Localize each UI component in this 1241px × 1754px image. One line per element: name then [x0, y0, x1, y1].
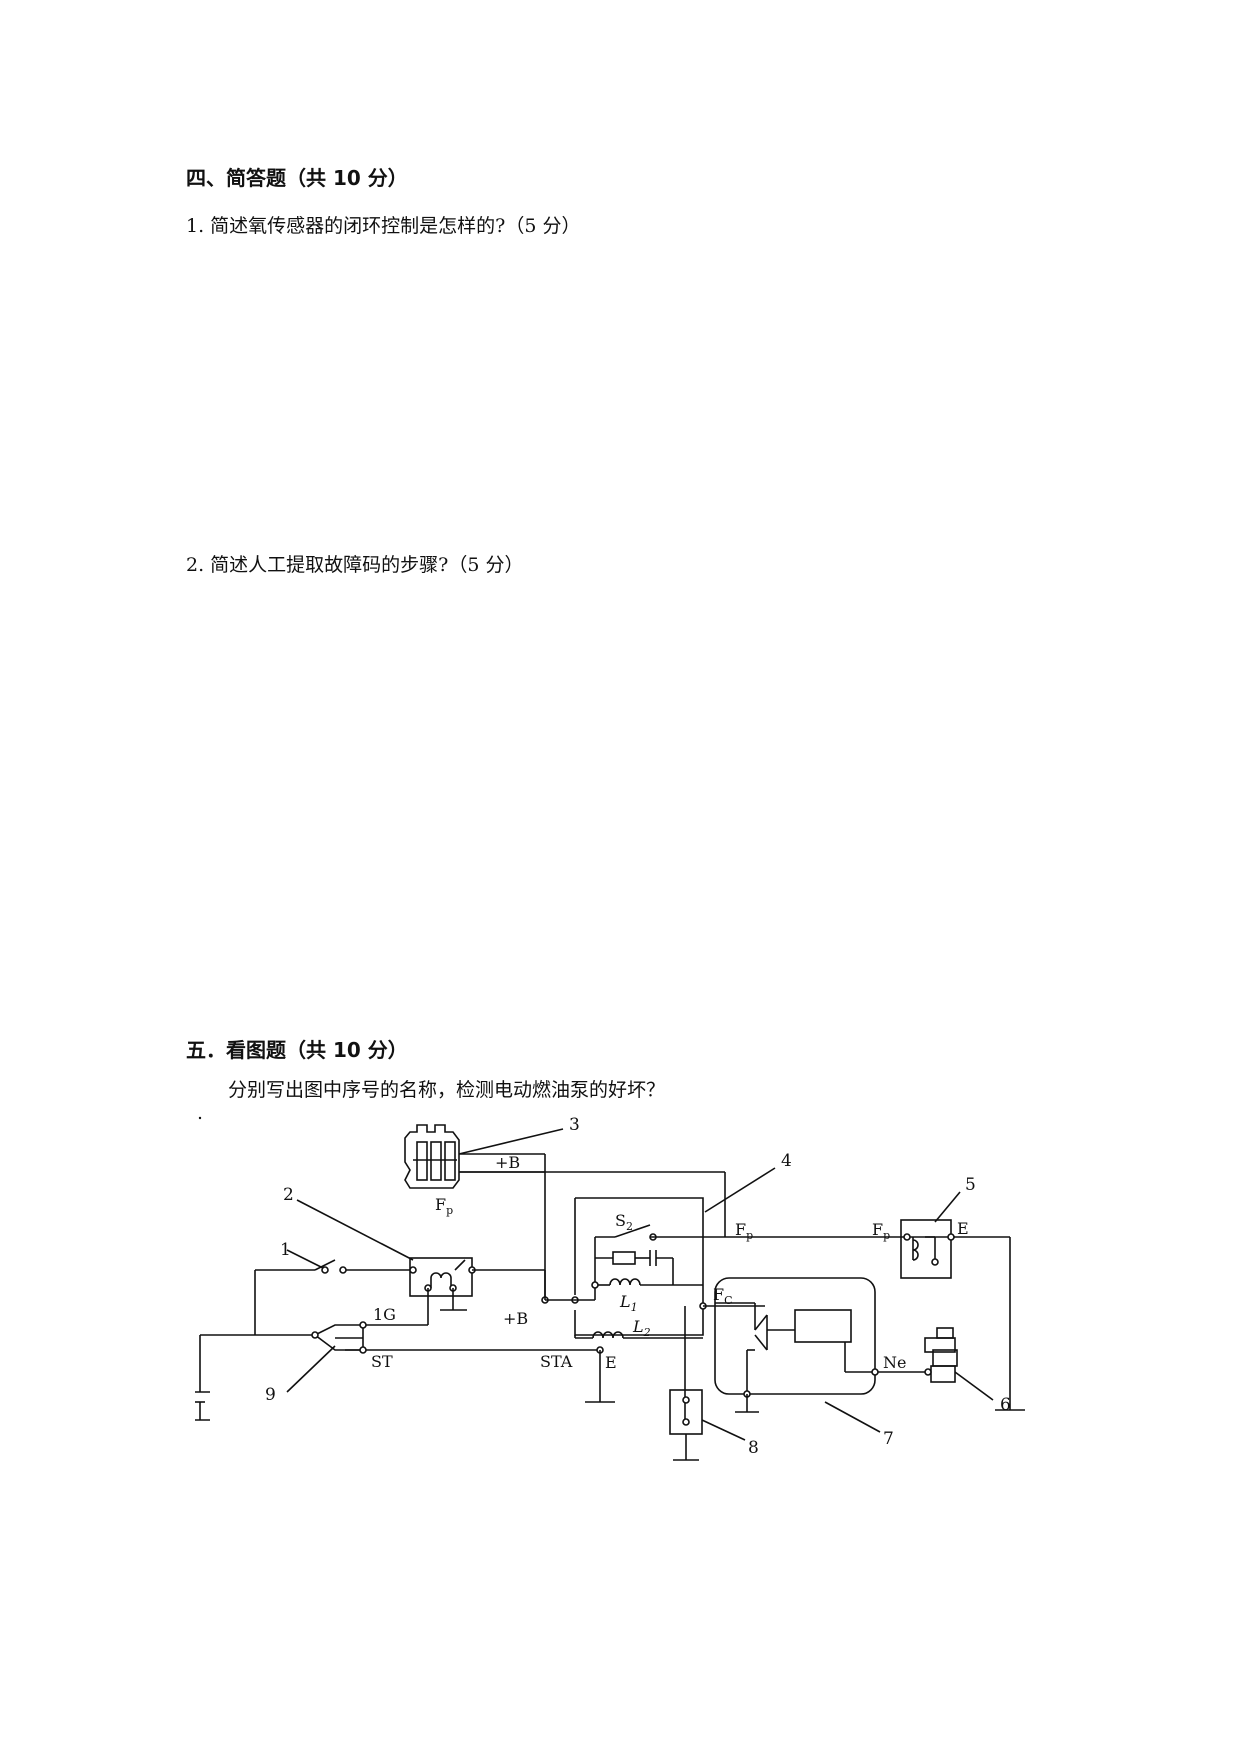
- callout-7: 7: [883, 1429, 894, 1449]
- label-fp-right: Fp: [872, 1220, 890, 1242]
- callout-8: 8: [748, 1438, 759, 1458]
- callout-9: 9: [265, 1385, 276, 1405]
- callout-1: 1: [280, 1240, 291, 1260]
- question-1: 1. 简述氧传感器的闭环控制是怎样的?（5 分）: [186, 215, 581, 237]
- label-e-mid: E: [605, 1353, 617, 1372]
- label-sta: STA: [540, 1352, 573, 1371]
- label-l1: L1: [619, 1292, 638, 1314]
- callout-5: 5: [965, 1175, 976, 1195]
- label-plus-b-top: +B: [495, 1153, 520, 1172]
- callout-4: 4: [781, 1151, 792, 1171]
- section5-instruction: 分别写出图中序号的名称，检测电动燃油泵的好坏？: [228, 1079, 666, 1101]
- callout-2: 2: [283, 1185, 294, 1205]
- label-ne: Ne: [883, 1353, 906, 1372]
- label-s2: S2: [615, 1211, 633, 1233]
- label-e-right: E: [957, 1219, 969, 1238]
- callout-6: 6: [1000, 1395, 1011, 1415]
- label-st: ST: [371, 1352, 393, 1371]
- label-fp-mid: Fp: [735, 1220, 753, 1242]
- label-l2: L2: [632, 1317, 651, 1339]
- fuel-pump-circuit-diagram: 3 +B Fp 4 S2 Fp L1 FC +B L2 STA E: [195, 1115, 1025, 1461]
- section4-heading: 四、简答题（共 10 分）: [186, 166, 408, 190]
- label-plus-b-mid: +B: [503, 1309, 528, 1328]
- label-1g: 1G: [373, 1305, 396, 1324]
- callout-3: 3: [569, 1115, 580, 1135]
- label-fc: FC: [713, 1285, 733, 1307]
- label-fp-top: Fp: [435, 1195, 453, 1217]
- fuel-pump-connector: [404, 1124, 546, 1189]
- question-2: 2. 简述人工提取故障码的步骤?（5 分）: [186, 554, 524, 576]
- section5-heading: 五．看图题（共 10 分）: [186, 1038, 408, 1062]
